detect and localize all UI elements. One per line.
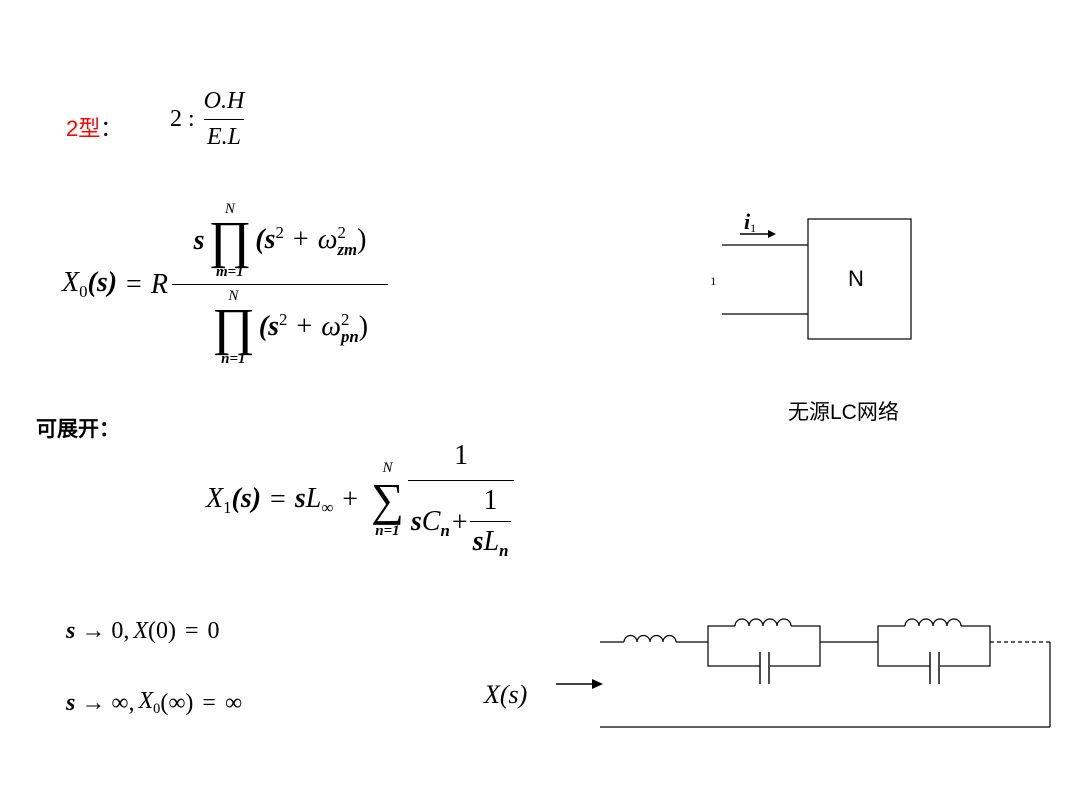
- current-arrow-head: [768, 230, 776, 238]
- x0-lhs: X0(s): [62, 267, 118, 301]
- limit-zero-formula: s → 0, X (0) = 0: [66, 618, 220, 645]
- limit-inf-arrow: →: [81, 689, 106, 716]
- limit-inf-result: ∞: [224, 689, 243, 716]
- x1-inner-numerator: 1: [483, 485, 498, 516]
- limit-inf-var: s: [66, 689, 76, 716]
- x0-num-upper: N: [224, 201, 235, 217]
- network-diagram: i1 u1 N: [710, 209, 912, 340]
- limit-zero-value: 0,: [111, 618, 130, 644]
- network-caption: 无源LC网络: [788, 401, 899, 424]
- type-denominator: E.L: [204, 119, 245, 151]
- type-ratio-colon: :: [188, 106, 195, 132]
- limit-inf-equals: =: [202, 689, 216, 716]
- x1-term1: sL∞: [294, 483, 334, 517]
- x1-lhs: X1(s): [206, 483, 262, 517]
- x1-numerator: 1: [454, 440, 469, 471]
- input-arrow-head: [592, 679, 603, 689]
- expand-label: 可展开：: [36, 418, 120, 441]
- x1-sum: N ∑ n=1: [371, 461, 404, 539]
- tank2-capacitor-gap: [930, 660, 940, 672]
- x1-sum-upper: N: [382, 460, 393, 477]
- x1-sum-lower: n=1: [375, 523, 400, 540]
- tank1-inductor: [734, 618, 792, 627]
- x1-equals: =: [270, 484, 286, 516]
- ladder-input-label: X(s): [484, 680, 528, 709]
- x0-den-product: N ∏ n=1: [212, 289, 255, 367]
- x1-fraction: 1 sCn + 1 sLn: [407, 440, 515, 561]
- x0-num-prod-symbol: ∏: [208, 212, 252, 269]
- x0-num-lower: m=1: [216, 264, 244, 280]
- x0-num-s: s: [193, 225, 205, 256]
- x0-den-lower: n=1: [221, 351, 246, 367]
- tank1-capacitor-gap: [760, 660, 770, 672]
- limit-inf-func: X0: [138, 688, 161, 718]
- limit-zero-var: s: [66, 618, 76, 644]
- limit-zero-equals: =: [185, 618, 199, 644]
- current-label: i1: [744, 209, 756, 235]
- network-box-label: N: [848, 266, 864, 291]
- limit-zero-arg: (0): [148, 618, 176, 644]
- x1-den-term: sCn: [410, 505, 450, 540]
- type-colon: ：: [100, 116, 123, 141]
- x0-equals: =: [126, 268, 142, 300]
- ladder-diagram: [556, 618, 1051, 728]
- network-box: [807, 218, 912, 340]
- voltage-label: u1: [710, 261, 716, 288]
- series-inductor: [623, 634, 677, 643]
- type-fraction: O.H E.L: [201, 88, 248, 151]
- x0-den-prod-symbol: ∏: [211, 299, 255, 356]
- x0-den-upper: N: [228, 288, 239, 304]
- type-label: 2型: [66, 116, 101, 141]
- x1-inner-denominator: sLn: [469, 521, 512, 561]
- type-formula: 2 : O.H E.L: [170, 88, 247, 151]
- x1-plus: +: [342, 484, 359, 516]
- x1-denominator: sCn + 1 sLn: [407, 480, 515, 561]
- type-numerator: O.H: [203, 88, 245, 114]
- type-heading: 2型：: [66, 115, 122, 143]
- type-number: 2: [170, 106, 182, 132]
- limit-inf-value: ∞,: [111, 689, 135, 716]
- limit-zero-func: X: [133, 618, 149, 644]
- x0-num-product: N ∏ m=1: [208, 202, 251, 280]
- limit-inf-formula: s → ∞, X0 (∞) = ∞: [66, 688, 242, 718]
- x1-den-plus: +: [451, 506, 468, 538]
- x1-sum-symbol: ∑: [371, 474, 404, 526]
- x1-formula: X1(s) = sL∞ + N ∑ n=1 1 sCn + 1 sLn: [206, 440, 515, 561]
- limit-zero-result: 0: [207, 618, 220, 644]
- x0-coef: R: [150, 268, 168, 300]
- limit-zero-arrow: →: [81, 618, 106, 644]
- limit-inf-arg: (∞): [160, 689, 194, 716]
- x1-inner-fraction: 1 sLn: [469, 485, 512, 561]
- tank2-inductor: [904, 618, 962, 627]
